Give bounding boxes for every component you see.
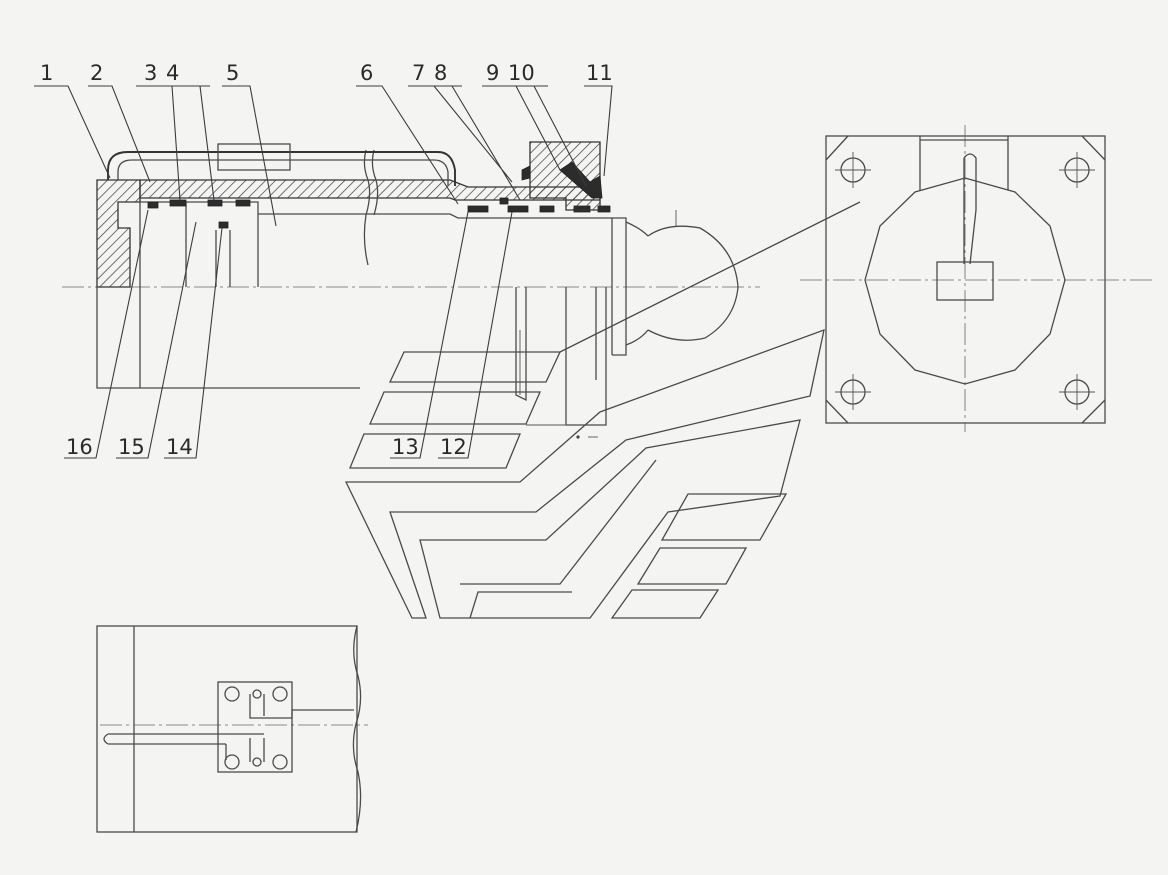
callout-6: 6 [360, 61, 373, 85]
callout-labels: 1 2 3 4 5 6 7 8 9 10 11 16 15 14 13 12 [40, 61, 613, 459]
bolt-hole-tl [835, 152, 871, 188]
tube-clamp [217, 143, 291, 171]
callout-12: 12 [440, 435, 467, 459]
stripe-3 [349, 433, 521, 469]
stripe-6 [610, 589, 720, 619]
gland-seal-left [521, 165, 531, 181]
rod-lower-body [515, 287, 607, 426]
rod-neck [625, 221, 649, 346]
port-slot [963, 153, 977, 265]
leader-14 [164, 227, 223, 459]
leader-13 [390, 211, 469, 459]
center-square [936, 261, 994, 301]
callout-13: 13 [392, 435, 419, 459]
callout-2: 2 [90, 61, 103, 85]
top-boss [919, 136, 1009, 190]
guide-seal-f [499, 197, 509, 205]
piston-seal-a [169, 199, 187, 207]
bolt-hole-bl [835, 374, 871, 410]
piston-body [140, 201, 259, 287]
callout-9: 9 [486, 61, 499, 85]
rod-end [611, 217, 627, 356]
stripe-5 [636, 547, 748, 585]
guide-seal-b [507, 205, 529, 213]
stripe-1 [388, 351, 562, 383]
callout-1: 1 [40, 61, 53, 85]
ball-head [647, 225, 739, 341]
chevron-innermost [460, 459, 657, 619]
flange-chamfers [825, 135, 1106, 424]
bolt-hole-tr [1059, 152, 1095, 188]
diagonal-guide [559, 201, 861, 353]
leader-12 [438, 211, 513, 459]
end-cap [96, 179, 141, 288]
chevron-inner [419, 419, 801, 619]
leader-lines [34, 85, 613, 459]
leader-5 [222, 85, 277, 227]
cylinder-section-view [62, 141, 760, 439]
callout-16: 16 [66, 435, 93, 459]
sub-view-break [352, 625, 362, 833]
port-block [217, 681, 293, 773]
sub-view-frame [96, 625, 358, 833]
piston-seal-c [235, 199, 251, 207]
port-hole-2 [252, 757, 262, 767]
callout-15: 15 [118, 435, 145, 459]
piston-seal-d [218, 221, 229, 229]
port-bolt-1 [224, 686, 240, 702]
leader-6 [356, 85, 459, 205]
bolt-hole-br [1059, 374, 1095, 410]
port-block-view [96, 625, 368, 833]
callout-11: 11 [586, 61, 613, 85]
callout-10: 10 [508, 61, 535, 85]
piston-rod-outer [258, 213, 613, 287]
flange-plate [825, 135, 1106, 424]
callout-7: 7 [412, 61, 425, 85]
leader-1 [34, 85, 111, 179]
barrel-break-line [363, 149, 379, 266]
port-hole-1 [252, 689, 262, 699]
piston-seal-e [147, 201, 159, 209]
leader-15 [116, 221, 197, 459]
port-channel [103, 694, 354, 762]
leader-7-8 [408, 85, 521, 201]
port-bolt-3 [224, 754, 240, 770]
port-bolt-4 [272, 754, 288, 770]
oil-tube [107, 151, 456, 186]
guide-seal-a [467, 205, 489, 213]
piston-seal-b [207, 199, 223, 207]
flange-polygon [864, 177, 1066, 385]
gland-seal-top [559, 161, 603, 199]
callout-3: 3 [144, 61, 157, 85]
callout-8: 8 [434, 61, 447, 85]
leader-11 [584, 85, 613, 177]
leader-3-4 [136, 85, 215, 201]
chevron-outer [344, 328, 825, 619]
leader-9-10 [482, 85, 587, 187]
callout-4: 4 [166, 61, 179, 85]
stripe-2 [369, 391, 541, 425]
leader-16 [64, 209, 149, 459]
oil-tube-inner [117, 159, 449, 186]
port-bolt-2 [272, 686, 288, 702]
cylinder-barrel-outline [96, 198, 360, 389]
callout-14: 14 [166, 435, 193, 459]
flange-end-view [800, 125, 1152, 432]
gland-sleeve [529, 141, 601, 211]
callout-5: 5 [226, 61, 239, 85]
dot-marker [576, 435, 580, 439]
leader-2 [88, 85, 151, 183]
title-block-graphic [344, 201, 861, 619]
rod-lower-detail [519, 330, 566, 426]
stripe-4 [660, 493, 788, 541]
guide-seal-c [539, 205, 555, 213]
